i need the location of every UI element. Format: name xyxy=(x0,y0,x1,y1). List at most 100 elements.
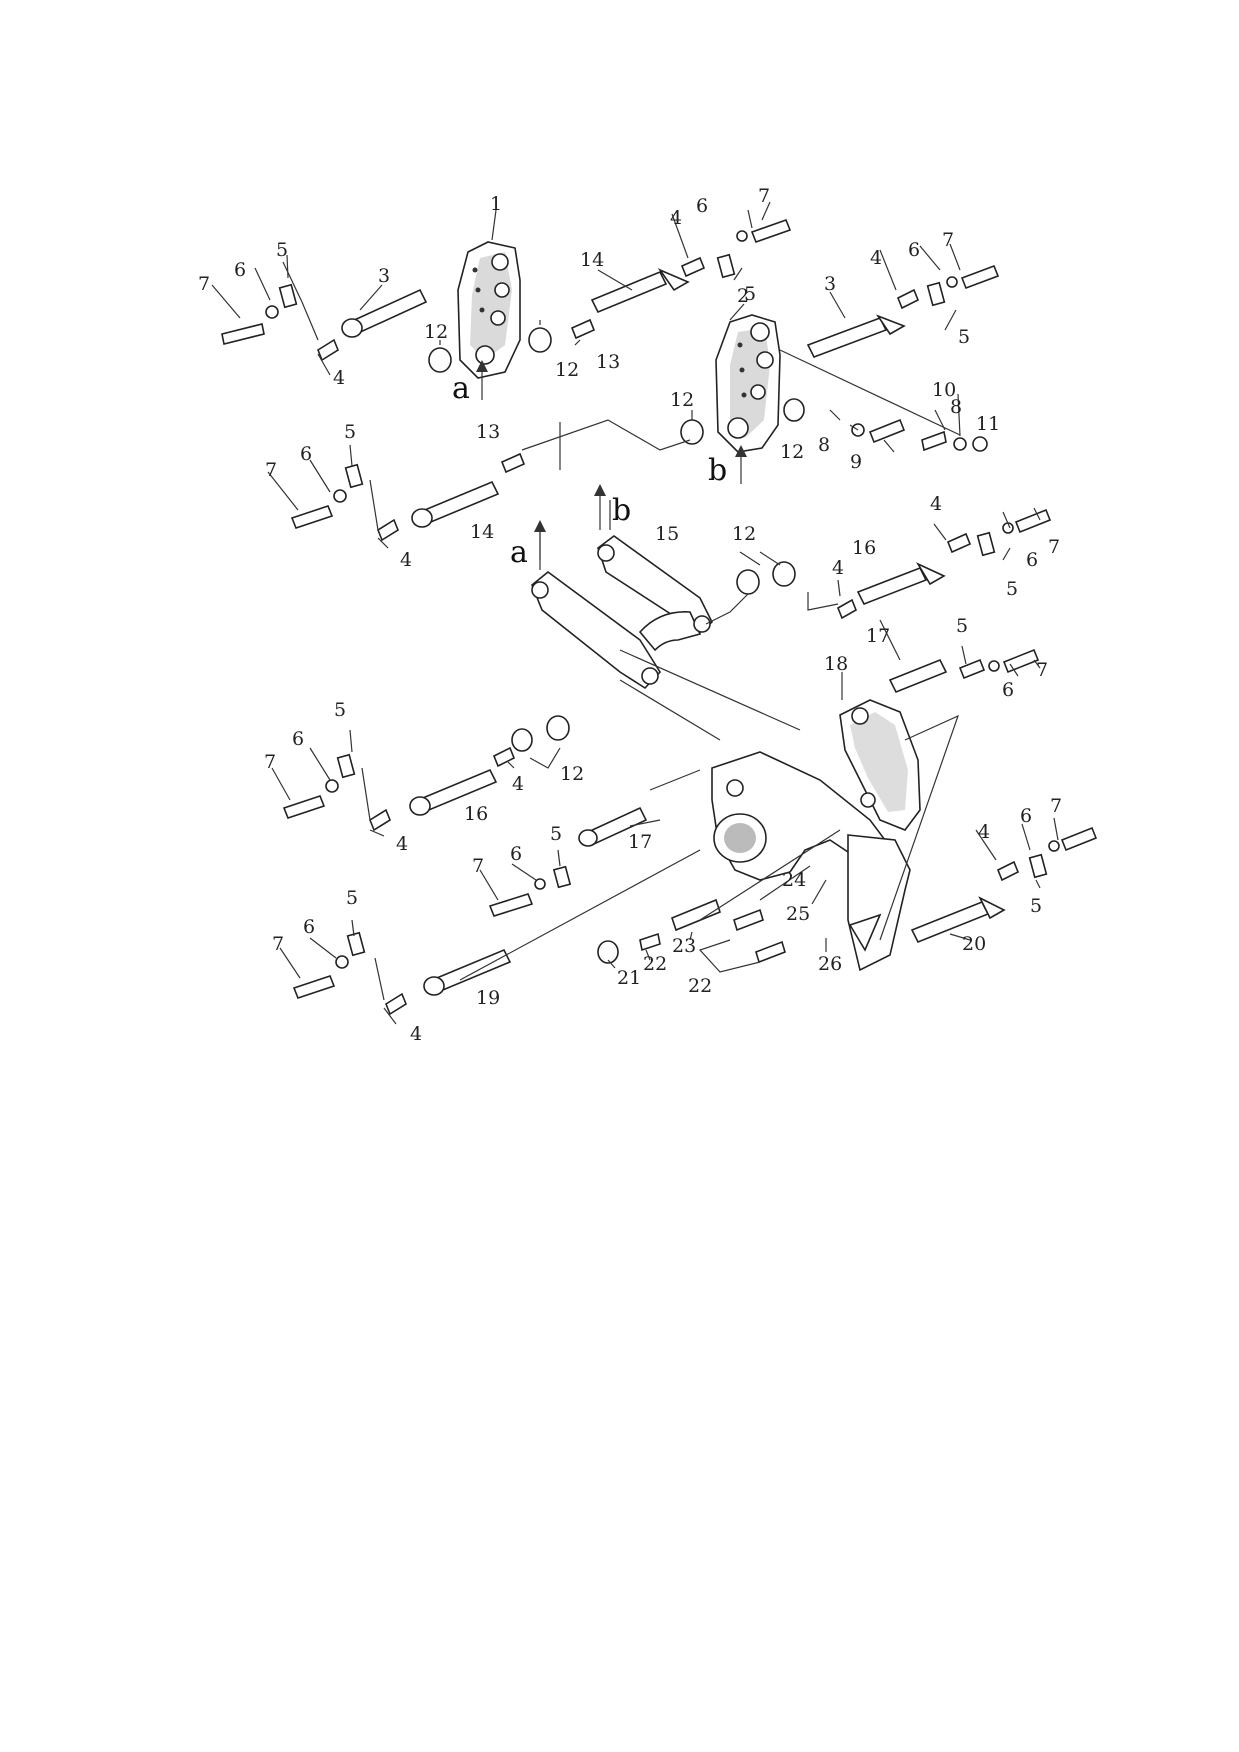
callout-6: 6 xyxy=(1002,679,1014,701)
pin-part-20 xyxy=(910,896,1006,944)
direction-arrows xyxy=(476,360,747,570)
pin-part-3-right xyxy=(806,314,906,359)
callout-13: 13 xyxy=(476,421,500,443)
callout-11: 11 xyxy=(976,413,1000,435)
callout-3: 3 xyxy=(824,273,836,295)
callout-13: 13 xyxy=(596,351,620,373)
callout-5: 5 xyxy=(1006,578,1018,600)
link-arms-part-15 xyxy=(531,535,713,690)
callout-5: 5 xyxy=(346,887,358,909)
marker-a-lower: a xyxy=(510,535,528,570)
callout-6: 6 xyxy=(1020,805,1032,827)
callout-4: 4 xyxy=(410,1023,422,1045)
main-frame-part-18 xyxy=(711,699,921,972)
callout-5: 5 xyxy=(334,699,346,721)
callout-18: 18 xyxy=(824,653,848,675)
pin-part-17-right xyxy=(888,658,948,694)
callout-6: 6 xyxy=(234,259,246,281)
callout-12: 12 xyxy=(555,359,579,381)
marker-a-upper: a xyxy=(452,371,470,406)
callout-23: 23 xyxy=(672,935,696,957)
bushing-parts xyxy=(428,327,805,964)
callout-7: 7 xyxy=(758,185,770,207)
callout-12: 12 xyxy=(560,763,584,785)
callout-labels: 1 2 3 3 4 4 4 4 4 4 4 4 4 4 5 5 5 5 5 5 … xyxy=(198,185,1062,1045)
marker-b-lower: b xyxy=(612,493,631,528)
callout-6: 6 xyxy=(303,916,315,938)
callout-2: 2 xyxy=(737,285,749,307)
callout-7: 7 xyxy=(1036,659,1048,681)
callout-22: 22 xyxy=(688,975,712,997)
callout-4: 4 xyxy=(400,549,412,571)
callout-6: 6 xyxy=(696,195,708,217)
callout-14: 14 xyxy=(470,521,494,543)
callout-24: 24 xyxy=(782,869,806,891)
callout-4: 4 xyxy=(832,557,844,579)
callout-4: 4 xyxy=(512,773,524,795)
pin-parts xyxy=(341,268,1006,996)
bracket-part-1 xyxy=(457,241,521,379)
pin-part-17-left xyxy=(578,806,648,847)
callout-9: 9 xyxy=(850,451,862,473)
pin-part-14-top xyxy=(590,268,690,314)
callout-5: 5 xyxy=(276,239,288,261)
callout-7: 7 xyxy=(472,855,484,877)
callout-14: 14 xyxy=(580,249,604,271)
callout-5: 5 xyxy=(958,326,970,348)
callout-5: 5 xyxy=(1030,895,1042,917)
callout-3: 3 xyxy=(378,265,390,287)
callout-6: 6 xyxy=(300,443,312,465)
callout-8: 8 xyxy=(818,434,830,456)
callout-4: 4 xyxy=(396,833,408,855)
callout-17: 17 xyxy=(628,831,652,853)
callout-7: 7 xyxy=(1048,536,1060,558)
callout-4: 4 xyxy=(930,493,942,515)
callout-7: 7 xyxy=(272,933,284,955)
callout-12: 12 xyxy=(670,389,694,411)
callout-4: 4 xyxy=(333,367,345,389)
callout-20: 20 xyxy=(962,933,986,955)
callout-19: 19 xyxy=(476,987,500,1009)
callout-17: 17 xyxy=(866,625,890,647)
small-hardware xyxy=(221,218,1098,1016)
callout-4: 4 xyxy=(978,821,990,843)
callout-25: 25 xyxy=(786,903,810,925)
pin-part-14-mid xyxy=(411,480,500,528)
pin-part-16-left xyxy=(409,768,498,816)
callout-4: 4 xyxy=(870,247,882,269)
callout-15: 15 xyxy=(655,523,679,545)
pin-part-19 xyxy=(423,948,512,996)
pin-part-23 xyxy=(671,898,721,932)
callout-12: 12 xyxy=(424,321,448,343)
bracket-part-2 xyxy=(715,314,781,453)
callout-10: 10 xyxy=(932,379,956,401)
pin-part-16-right xyxy=(856,562,946,606)
callout-4: 4 xyxy=(670,207,682,229)
callout-7: 7 xyxy=(198,273,210,295)
leader-lines xyxy=(211,201,1059,1025)
callout-16: 16 xyxy=(852,537,876,559)
callout-7: 7 xyxy=(264,751,276,773)
callout-8: 8 xyxy=(950,396,962,418)
callout-16: 16 xyxy=(464,803,488,825)
callout-6: 6 xyxy=(510,843,522,865)
callout-6: 6 xyxy=(1026,549,1038,571)
callout-6: 6 xyxy=(908,239,920,261)
callout-21: 21 xyxy=(617,967,641,989)
marker-b-upper: b xyxy=(708,453,727,488)
callout-5: 5 xyxy=(344,421,356,443)
callout-5: 5 xyxy=(550,823,562,845)
callout-1: 1 xyxy=(490,193,502,215)
callout-5: 5 xyxy=(956,615,968,637)
callout-7: 7 xyxy=(1050,795,1062,817)
callout-5: 5 xyxy=(744,283,756,305)
callout-6: 6 xyxy=(292,728,304,750)
pin-part-3-left xyxy=(341,288,428,338)
callout-22: 22 xyxy=(643,953,667,975)
callout-7: 7 xyxy=(942,229,954,251)
callout-26: 26 xyxy=(818,953,842,975)
callout-7: 7 xyxy=(265,459,277,481)
callout-12: 12 xyxy=(732,523,756,545)
callout-12: 12 xyxy=(780,441,804,463)
